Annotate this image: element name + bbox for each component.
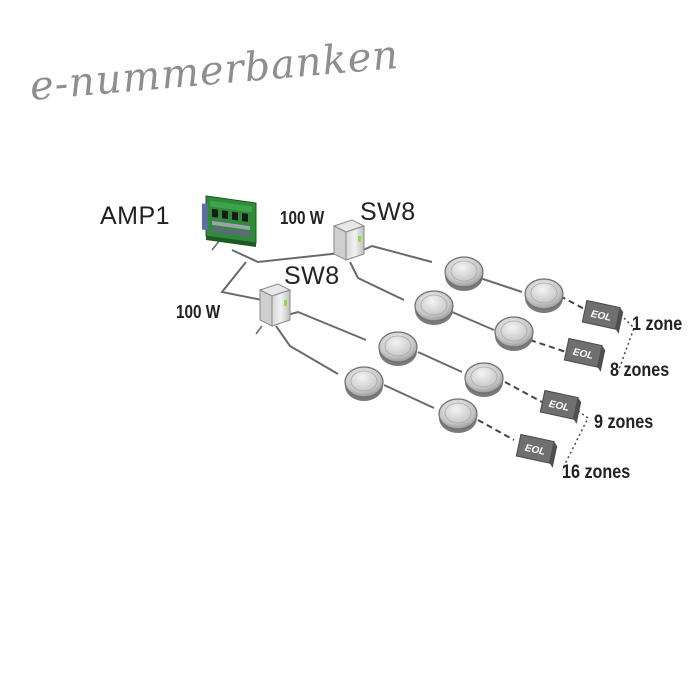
switch-box-bottom xyxy=(258,283,292,327)
ceiling-speaker-4 xyxy=(494,316,534,351)
bracket-1-8 xyxy=(617,317,635,373)
switch-label-bottom: SW8 xyxy=(284,262,340,290)
power-label-bottom: 100 W xyxy=(176,302,221,322)
zone-label-8: 8 zones xyxy=(610,360,670,381)
wire-sw8-top-line2 xyxy=(349,261,405,301)
zone-label-16: 16 zones xyxy=(562,462,631,483)
wire-chain-4 xyxy=(383,384,435,409)
eol-box-1: EOL xyxy=(581,299,624,334)
zone-label-9: 9 zones xyxy=(594,412,654,433)
wire-chain-1 xyxy=(479,277,523,293)
wire-chain-3 xyxy=(417,351,463,373)
eol-label-3: EOL xyxy=(548,399,570,414)
ceiling-speaker-7 xyxy=(344,366,384,401)
dashed-lines xyxy=(477,295,591,441)
zone-label-1: 1 zone xyxy=(632,314,683,335)
wire-chain-2 xyxy=(451,311,495,331)
power-label-top: 100 W xyxy=(280,208,325,228)
ceiling-speaker-2 xyxy=(524,278,564,313)
ceiling-speaker-1 xyxy=(444,256,484,291)
dash-to-eol-1 xyxy=(559,295,591,313)
ceiling-speaker-8 xyxy=(438,398,478,433)
dash-to-eol-2 xyxy=(529,339,567,353)
wire-sw8-bottom-line2 xyxy=(275,325,339,375)
eol-box-3: EOL xyxy=(539,389,582,424)
wire-stub-sw-bottom xyxy=(255,325,263,335)
speaker-group xyxy=(344,256,564,433)
eol-box-4: EOL xyxy=(515,433,558,468)
amplifier-board xyxy=(202,195,257,248)
dash-to-eol-4 xyxy=(477,419,515,441)
eol-group: EOL EOL EOL EOL xyxy=(515,299,624,468)
wire-amp-to-sw8-bottom xyxy=(220,261,263,301)
ceiling-speaker-5 xyxy=(378,331,418,366)
amp-label: AMP1 xyxy=(100,202,171,230)
eol-label-1: EOL xyxy=(590,309,612,324)
eol-label-2: EOL xyxy=(572,347,594,362)
switch-label-top: SW8 xyxy=(360,198,416,226)
dash-to-eol-3 xyxy=(504,381,543,403)
eol-label-4: EOL xyxy=(524,443,546,458)
eol-box-2: EOL xyxy=(563,337,606,372)
ceiling-speaker-3 xyxy=(414,290,454,325)
wire-amp-to-sw8-top xyxy=(231,249,351,264)
switch-box-top xyxy=(332,219,366,261)
ceiling-speaker-6 xyxy=(464,362,504,397)
